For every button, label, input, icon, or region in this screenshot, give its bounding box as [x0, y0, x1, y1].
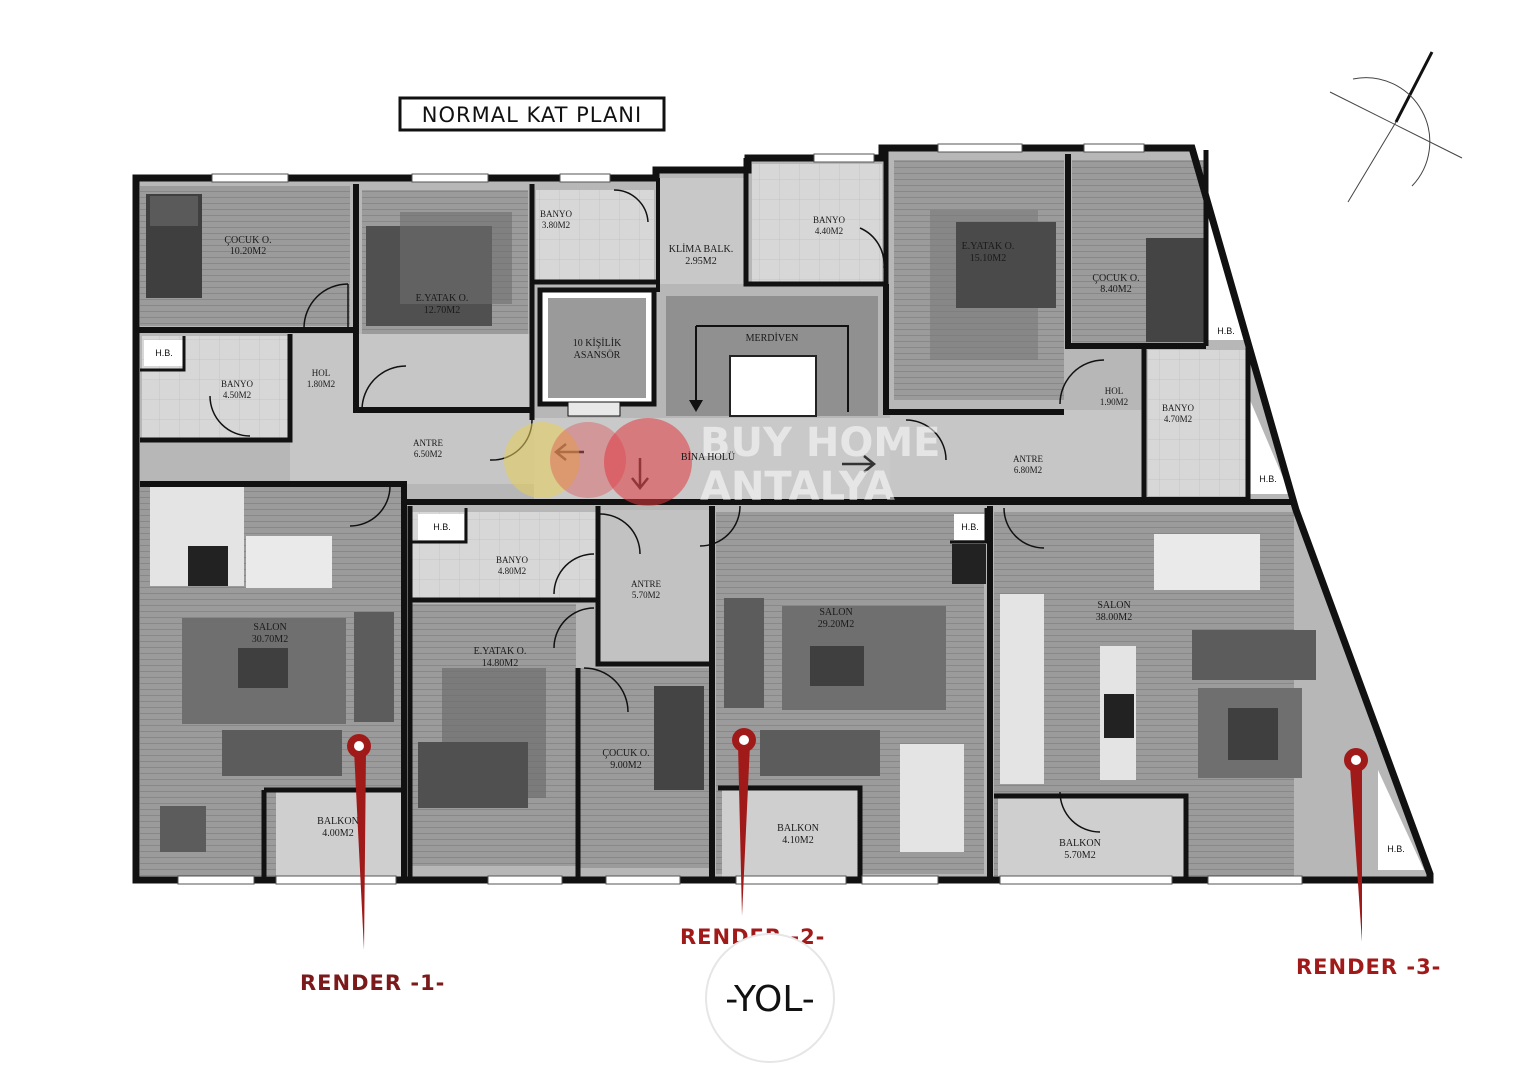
svg-text:ÇOCUK O.: ÇOCUK O. — [602, 748, 649, 759]
hb-label: H.B. — [433, 522, 451, 532]
svg-text:4.70M2: 4.70M2 — [1164, 414, 1192, 424]
room-label-r2: E.YATAK O.12.70M2 — [416, 293, 469, 316]
svg-text:E.YATAK O.: E.YATAK O. — [962, 241, 1015, 252]
elevator-label-2: ASANSÖR — [574, 349, 621, 361]
core-labels: 10 KİŞİLİK ASANSÖR MERDİVEN BİNA HOLÜ KL… — [573, 243, 799, 463]
ac-balcony-area: 2.95M2 — [685, 256, 716, 267]
svg-text:BALKON: BALKON — [777, 823, 819, 834]
svg-text:4.50M2: 4.50M2 — [223, 390, 251, 400]
svg-text:6.50M2: 6.50M2 — [414, 449, 442, 459]
svg-text:ANTRE: ANTRE — [1013, 454, 1043, 464]
hb-labels: H.B. H.B. H.B. H.B. H.B. H.B. — [155, 326, 1405, 854]
svg-text:ANTRE: ANTRE — [631, 579, 661, 589]
svg-text:5.70M2: 5.70M2 — [632, 590, 660, 600]
svg-text:HOL: HOL — [1105, 386, 1124, 396]
svg-text:15.10M2: 15.10M2 — [970, 253, 1006, 264]
svg-text:9.00M2: 9.00M2 — [610, 760, 641, 771]
north-arrow-icon — [1329, 51, 1463, 203]
hb-label: H.B. — [155, 348, 173, 358]
road-label: -YOL- — [705, 933, 835, 1063]
svg-text:1.90M2: 1.90M2 — [1100, 397, 1128, 407]
svg-text:14.80M2: 14.80M2 — [482, 658, 518, 669]
svg-text:12.70M2: 12.70M2 — [424, 305, 460, 316]
svg-text:SALON: SALON — [1097, 600, 1130, 611]
room-label-r1: ÇOCUK O.10.20M2 — [224, 235, 271, 257]
svg-text:4.10M2: 4.10M2 — [782, 835, 813, 846]
elevator-label: 10 KİŞİLİK — [573, 337, 622, 349]
svg-text:6.80M2: 6.80M2 — [1014, 465, 1042, 475]
plan-title: NORMAL KAT PLANI — [398, 96, 666, 132]
svg-text:BALKON: BALKON — [1059, 838, 1101, 849]
svg-text:BANYO: BANYO — [1162, 403, 1195, 413]
hb-label: H.B. — [1259, 474, 1277, 484]
room-label-r6: ÇOCUK O.8.40M2 — [1092, 273, 1139, 295]
furniture — [146, 194, 1316, 880]
svg-text:NORMAL KAT PLANI: NORMAL KAT PLANI — [422, 103, 642, 127]
svg-text:BANYO: BANYO — [540, 209, 573, 219]
watermark: BUY HOME ANTALYA — [504, 418, 940, 510]
svg-text:-YOL-: -YOL- — [725, 979, 815, 1020]
svg-text:E.YATAK O.: E.YATAK O. — [416, 293, 469, 304]
svg-text:4.00M2: 4.00M2 — [322, 828, 353, 839]
hall-label: BİNA HOLÜ — [681, 451, 736, 463]
svg-text:BUY HOME: BUY HOME — [700, 420, 940, 466]
svg-text:38.00M2: 38.00M2 — [1096, 612, 1132, 623]
hb-label: H.B. — [961, 522, 979, 532]
svg-text:SALON: SALON — [253, 622, 286, 633]
ac-balcony-label: KLİMA BALK. — [669, 243, 733, 255]
room-label-r19: ÇOCUK O.9.00M2 — [602, 748, 649, 771]
svg-text:SALON: SALON — [819, 607, 852, 618]
svg-text:ANTRE: ANTRE — [413, 438, 443, 448]
svg-text:E.YATAK O.: E.YATAK O. — [474, 646, 527, 657]
svg-text:BALKON: BALKON — [317, 816, 359, 827]
svg-text:BANYO: BANYO — [221, 379, 254, 389]
svg-text:BANYO: BANYO — [496, 555, 529, 565]
render-marker-1: RENDER -1- — [300, 734, 445, 995]
room-label-r16: E.YATAK O.14.80M2 — [474, 646, 527, 669]
room-label-r5: E.YATAK O.15.10M2 — [962, 241, 1015, 264]
svg-text:ANTALYA: ANTALYA — [700, 464, 895, 510]
svg-text:30.70M2: 30.70M2 — [252, 634, 288, 645]
svg-text:8.40M2: 8.40M2 — [1100, 284, 1131, 295]
hb-label: H.B. — [1387, 844, 1405, 854]
stairs-label: MERDİVEN — [746, 332, 799, 344]
render-label-3: RENDER -3- — [1296, 955, 1441, 979]
svg-text:ÇOCUK O.: ÇOCUK O. — [224, 235, 271, 246]
walls — [132, 144, 1434, 884]
svg-text:3.80M2: 3.80M2 — [542, 220, 570, 230]
hb-label: H.B. — [1217, 326, 1235, 336]
room-labels: ÇOCUK O.10.20M2 E.YATAK O.12.70M2 BANYO3… — [221, 209, 1195, 861]
svg-text:5.70M2: 5.70M2 — [1064, 850, 1095, 861]
svg-text:HOL: HOL — [312, 368, 331, 378]
svg-text:1.80M2: 1.80M2 — [307, 379, 335, 389]
svg-text:BANYO: BANYO — [813, 215, 846, 225]
render-label-1: RENDER -1- — [300, 971, 445, 995]
svg-text:10.20M2: 10.20M2 — [230, 246, 266, 257]
svg-text:ÇOCUK O.: ÇOCUK O. — [1092, 273, 1139, 284]
svg-text:29.20M2: 29.20M2 — [818, 619, 854, 630]
render-marker-3: RENDER -3- — [1296, 748, 1441, 979]
svg-text:4.40M2: 4.40M2 — [815, 226, 843, 236]
svg-text:4.80M2: 4.80M2 — [498, 566, 526, 576]
door-swings — [209, 189, 1105, 833]
windows — [177, 143, 1303, 885]
